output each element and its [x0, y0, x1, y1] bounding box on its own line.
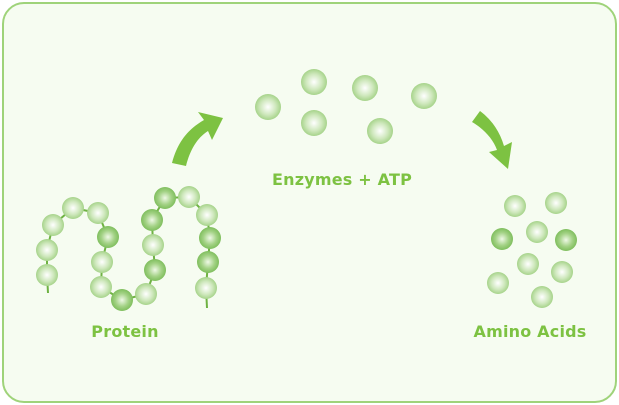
molecule-bead [255, 94, 281, 120]
protein-bead [199, 227, 221, 249]
amino-acid-bead [491, 228, 513, 250]
amino-acid-bead [487, 272, 509, 294]
protein-bead [195, 277, 217, 299]
protein-bead [196, 204, 218, 226]
protein-bead [62, 197, 84, 219]
amino-acid-beads [487, 192, 577, 308]
enzymes-atp-label: Enzymes + ATP [271, 170, 413, 189]
molecule-bead [367, 118, 393, 144]
enzyme-beads [255, 69, 437, 144]
protein-bead [36, 239, 58, 261]
protein-beads [36, 186, 221, 311]
protein-bead [36, 264, 58, 286]
protein-bead [111, 289, 133, 311]
protein-label: Protein [91, 322, 159, 341]
amino-acid-bead [504, 195, 526, 217]
protein-bead [142, 234, 164, 256]
protein-bead [97, 226, 119, 248]
molecule-bead [301, 69, 327, 95]
protein-bead [178, 186, 200, 208]
molecule-bead [411, 83, 437, 109]
protein-bead [90, 276, 112, 298]
protein-bead [87, 202, 109, 224]
amino-acid-bead [555, 229, 577, 251]
protein-bead [144, 259, 166, 281]
amino-acids-label: Amino Acids [473, 322, 587, 341]
molecule-bead [301, 110, 327, 136]
molecule-bead [352, 75, 378, 101]
amino-acid-bead [531, 286, 553, 308]
amino-acid-bead [526, 221, 548, 243]
protein-bead [141, 209, 163, 231]
protein-bead [135, 283, 157, 305]
amino-acid-bead [517, 253, 539, 275]
protein-bead [197, 251, 219, 273]
protein-bead [91, 251, 113, 273]
amino-acid-bead [551, 261, 573, 283]
protein-bead [154, 187, 176, 209]
amino-acid-bead [545, 192, 567, 214]
arrow-up-right-icon [172, 112, 223, 166]
arrow-down-right-icon [472, 111, 512, 169]
protein-bead [42, 214, 64, 236]
